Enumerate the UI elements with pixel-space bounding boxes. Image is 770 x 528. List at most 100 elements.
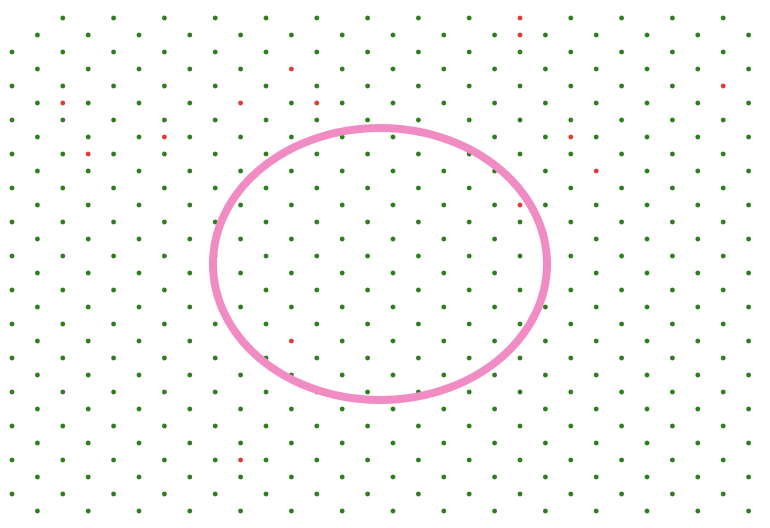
red-dot	[85, 151, 91, 157]
green-dot	[85, 474, 91, 480]
green-dot	[136, 372, 142, 378]
green-dot	[543, 168, 548, 174]
green-dot	[35, 66, 40, 72]
green-dot	[619, 185, 624, 191]
green-dot	[263, 219, 269, 225]
green-dot	[695, 406, 701, 412]
green-dot	[390, 236, 396, 242]
green-dot	[238, 508, 244, 514]
green-dot	[263, 49, 269, 55]
green-dot	[416, 83, 421, 89]
green-dot	[9, 321, 15, 327]
green-dot	[187, 66, 193, 72]
green-dot	[136, 508, 142, 514]
green-dot	[746, 474, 751, 480]
green-dot	[619, 117, 624, 123]
green-dot	[162, 423, 167, 429]
green-dot	[517, 151, 523, 157]
green-dot	[416, 253, 421, 259]
green-dot	[60, 83, 66, 89]
green-dot	[416, 491, 421, 497]
green-dot	[365, 253, 370, 259]
green-dot	[619, 389, 624, 395]
green-dot	[365, 151, 370, 157]
green-dot	[568, 321, 574, 327]
green-dot	[492, 66, 497, 72]
green-dot	[695, 100, 701, 106]
green-dot	[543, 202, 548, 208]
green-dot	[746, 338, 751, 344]
green-dot	[517, 457, 523, 463]
green-dot	[568, 355, 574, 361]
green-dot	[314, 185, 320, 191]
green-dot	[746, 100, 751, 106]
green-dot	[212, 49, 218, 55]
red-dot	[517, 202, 523, 208]
green-dot	[289, 100, 294, 106]
green-dot	[466, 355, 472, 361]
green-dot	[263, 185, 269, 191]
green-dot	[35, 440, 40, 446]
green-dot	[263, 117, 269, 123]
green-dot	[543, 134, 548, 140]
green-dot	[212, 83, 218, 89]
green-dot	[644, 66, 650, 72]
green-dot	[746, 66, 751, 72]
green-dot	[111, 15, 116, 21]
green-dot	[517, 423, 523, 429]
green-dot	[162, 185, 167, 191]
green-dot	[289, 440, 294, 446]
green-dot	[9, 287, 15, 293]
green-dot	[339, 440, 345, 446]
green-dot	[644, 100, 650, 106]
green-dot	[517, 355, 523, 361]
green-dot	[85, 372, 91, 378]
green-dot	[517, 253, 523, 259]
green-dot	[720, 185, 726, 191]
green-dot	[720, 219, 726, 225]
green-dot	[720, 151, 726, 157]
green-dot	[416, 185, 421, 191]
green-dot	[136, 440, 142, 446]
green-dot	[365, 389, 370, 395]
green-dot	[314, 423, 320, 429]
green-dot	[466, 83, 472, 89]
green-dot	[466, 287, 472, 293]
green-dot	[670, 83, 675, 89]
green-dot	[720, 457, 726, 463]
green-dot	[466, 457, 472, 463]
green-dot	[441, 168, 447, 174]
red-dot	[314, 100, 320, 106]
green-dot	[136, 236, 142, 242]
green-dot	[416, 49, 421, 55]
green-dot	[720, 423, 726, 429]
green-dot	[644, 304, 650, 310]
green-dot	[746, 372, 751, 378]
green-dot	[746, 168, 751, 174]
green-dot	[162, 151, 167, 157]
green-dot	[746, 304, 751, 310]
green-dot	[517, 287, 523, 293]
green-dot	[492, 270, 497, 276]
green-dot	[466, 49, 472, 55]
green-dot	[60, 117, 66, 123]
green-dot	[492, 372, 497, 378]
green-dot	[695, 372, 701, 378]
red-dot	[720, 83, 726, 89]
green-dot	[238, 372, 244, 378]
green-dot	[136, 338, 142, 344]
green-dot	[365, 457, 370, 463]
green-dot	[390, 270, 396, 276]
green-dot	[390, 406, 396, 412]
red-dot	[60, 100, 66, 106]
green-dot	[416, 219, 421, 225]
green-dot	[187, 168, 193, 174]
green-dot	[466, 219, 472, 225]
green-dot	[517, 117, 523, 123]
green-dot	[390, 32, 396, 38]
green-dot	[289, 508, 294, 514]
green-dot	[60, 287, 66, 293]
green-dot	[720, 355, 726, 361]
green-dot	[568, 49, 574, 55]
green-dot	[416, 117, 421, 123]
